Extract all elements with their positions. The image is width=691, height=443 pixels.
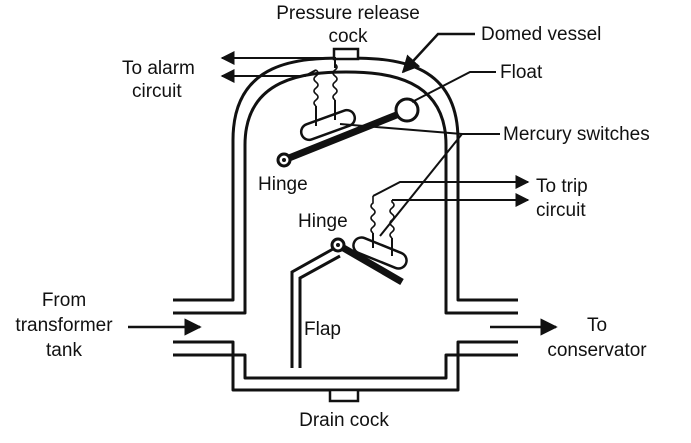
upper-float-assembly [276,62,420,168]
to-conservator-label-line1: To [587,315,607,336]
vessel-base-inner [173,353,518,380]
to-alarm-label-line2: circuit [132,81,182,102]
lower-switch-coil-left [370,196,376,234]
lower-hinge-pin [336,243,340,247]
mercury-switches-leader-lower [379,133,463,237]
upper-hinge-label: Hinge [258,174,308,195]
lower-flap-assembly [290,196,408,368]
upper-hinge-pin [282,158,286,162]
pressure-release-cock-icon [332,47,360,61]
to-alarm-wire-lower [220,69,317,83]
float-label: Float [500,62,543,83]
vessel-inner-wall [173,70,518,315]
pressure-release-label-line2: cock [328,26,368,47]
float-icon [394,97,420,123]
float-leader [411,71,496,103]
upper-switch-coil-left [313,69,319,107]
to-trip-label-line2: circuit [536,200,586,221]
to-conservator-label-line2: conservator [547,340,647,361]
upper-switch-coil-right [332,62,338,101]
upper-float-arm [282,108,406,164]
from-label-line2: transformer [15,315,113,336]
upper-mercury-switch-icon [299,108,357,142]
lower-switch-arm [338,242,404,286]
mercury-switches-label: Mercury switches [503,124,650,145]
to-trip-label-line1: To trip [536,176,588,197]
pressure-release-label-line1: Pressure release [276,3,420,24]
flap-plate [290,247,341,368]
to-trip-wire-upper [372,175,530,197]
from-label-line3: tank [46,340,82,361]
domed-vessel-label: Domed vessel [481,24,601,45]
vessel-base-outer [173,340,518,392]
to-alarm-label-line1: To alarm [122,58,195,79]
lower-mercury-switch-icon [352,236,408,270]
to-alarm-wire-upper [220,51,336,68]
vessel-outer-wall [173,56,518,302]
lower-hinge-label: Hinge [298,211,348,232]
drain-cock-label: Drain cock [299,410,389,431]
domed-vessel-leader [401,32,475,74]
from-label-line1: From [42,290,86,311]
flap-label: Flap [304,319,341,340]
drain-cock-icon [328,388,360,403]
